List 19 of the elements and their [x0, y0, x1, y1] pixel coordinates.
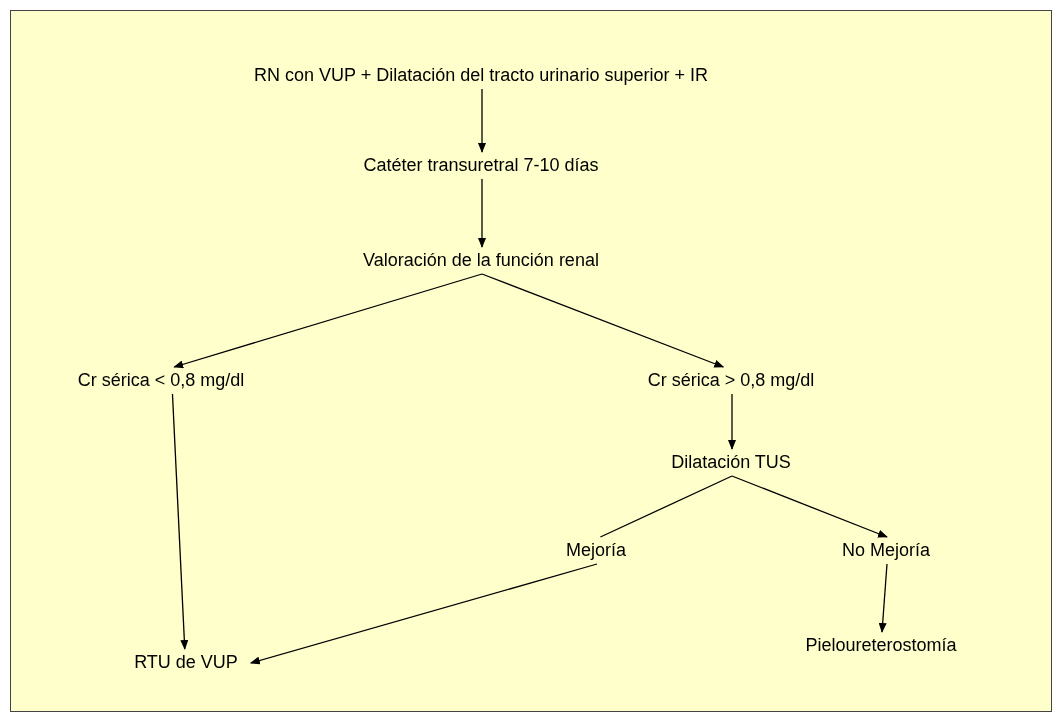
arrow	[728, 393, 736, 450]
flow-step-text: RTU de VUP	[130, 651, 242, 673]
flow-step-text: Valoración de la función renal	[359, 249, 603, 271]
arrow	[878, 563, 888, 633]
flow-step-text: Cr sérica > 0,8 mg/dl	[643, 369, 819, 391]
arrow	[478, 178, 486, 248]
arrow	[171, 393, 189, 650]
arrow	[481, 273, 725, 368]
arrow	[731, 475, 888, 538]
flow-step-text: Mejoría	[562, 539, 630, 561]
arrow	[478, 88, 486, 153]
flow-step-text: Dilatación TUS	[667, 451, 795, 473]
arrow	[249, 563, 598, 665]
flow-step-text: RN con VUP + Dilatación del tracto urinario superior + IR	[250, 64, 712, 86]
flow-step-text: No Mejoría	[838, 539, 934, 561]
flow-step-text: Cr sérica < 0,8 mg/dl	[73, 369, 249, 391]
arrow	[173, 273, 483, 369]
flow-step-text: Catéter transuretral 7-10 días	[359, 154, 603, 176]
flow-step-text: Pieloureterostomía	[801, 634, 961, 656]
